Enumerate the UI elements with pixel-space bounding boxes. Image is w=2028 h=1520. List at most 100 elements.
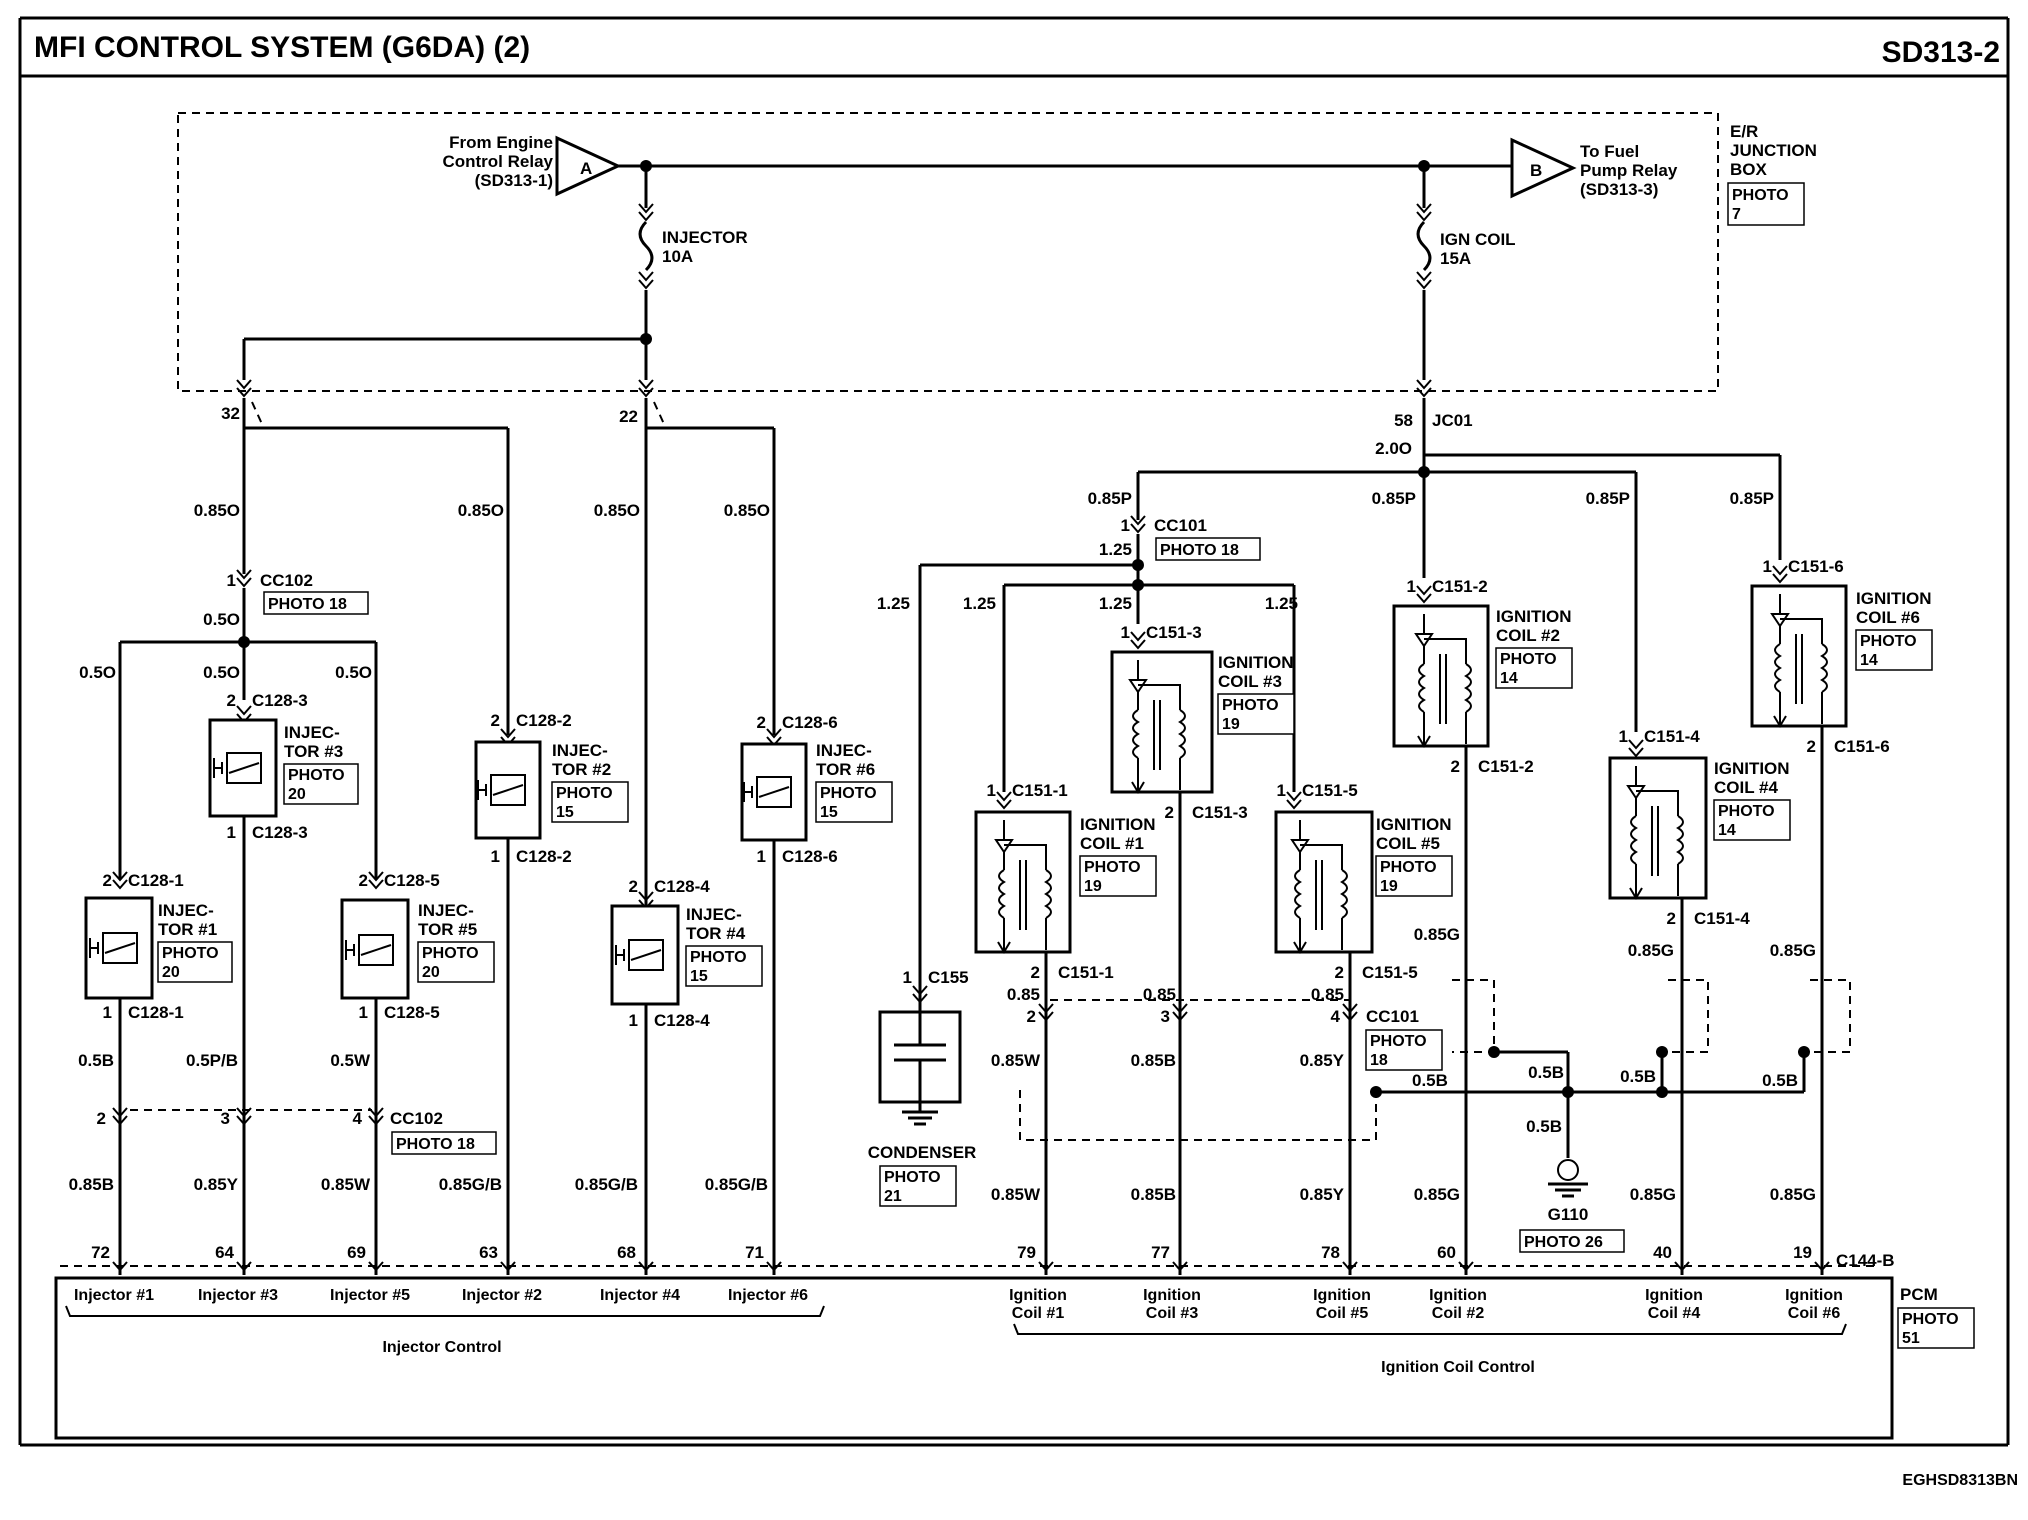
svg-text:E/R: E/R — [1730, 122, 1758, 141]
pcm-pin-jaw — [1342, 1261, 1358, 1272]
pcm-pin-label: Injector #6 — [728, 1287, 808, 1304]
svg-text:(SD313-3): (SD313-3) — [1580, 180, 1658, 199]
pcm-pin-jaw — [1674, 1261, 1690, 1272]
svg-text:1: 1 — [359, 1003, 368, 1022]
svg-text:4: 4 — [1331, 1007, 1341, 1026]
svg-text:0.85G: 0.85G — [1414, 925, 1460, 944]
svg-text:JC01: JC01 — [1432, 411, 1473, 430]
pcm-pin-jaw — [500, 1261, 516, 1272]
svg-text:0.85G: 0.85G — [1770, 1185, 1816, 1204]
svg-text:0.85G: 0.85G — [1414, 1185, 1460, 1204]
svg-text:20: 20 — [288, 786, 306, 803]
pcm-pin-jaw — [1172, 1261, 1188, 1272]
svg-text:51: 51 — [1902, 1330, 1920, 1347]
pcm-pin-label-line1: Ignition — [1429, 1287, 1487, 1304]
pcm-pin-label: Injector #2 — [462, 1287, 542, 1304]
svg-text:0.85: 0.85 — [1143, 985, 1176, 1004]
pcm-pin-label-line2: Coil #5 — [1316, 1305, 1369, 1322]
svg-text:COIL #3: COIL #3 — [1218, 672, 1282, 691]
svg-text:C151-6: C151-6 — [1834, 737, 1890, 756]
pcm-pin-jaw — [112, 1261, 128, 1272]
fuse-injector-icon — [638, 220, 654, 272]
junction-box: E/R JUNCTION BOX PHOTO 7 From Engine Con… — [177, 112, 1817, 392]
svg-text:C128-1: C128-1 — [128, 871, 184, 890]
svg-text:15: 15 — [556, 804, 574, 821]
svg-text:IGNITION: IGNITION — [1714, 759, 1790, 778]
page-title: MFI CONTROL SYSTEM (G6DA) (2) — [34, 31, 530, 64]
pcm-pin-number: 60 — [1437, 1243, 1456, 1262]
pcm-pin-jaw — [638, 1261, 654, 1272]
svg-text:0.85O: 0.85O — [594, 501, 640, 520]
svg-text:15: 15 — [820, 804, 838, 821]
svg-text:1: 1 — [1407, 577, 1416, 596]
svg-text:Ignition Coil Control: Ignition Coil Control — [1381, 1359, 1535, 1376]
svg-text:3: 3 — [221, 1109, 230, 1128]
pcm-pin-label-line1: Ignition — [1143, 1287, 1201, 1304]
svg-text:IGNITION: IGNITION — [1856, 589, 1932, 608]
svg-text:C128-4: C128-4 — [654, 877, 710, 896]
svg-text:2: 2 — [629, 877, 638, 896]
pcm-pin-label-line2: Coil #3 — [1146, 1305, 1199, 1322]
page-code: SD313-2 — [1882, 36, 2000, 69]
svg-text:IGNITION: IGNITION — [1218, 653, 1294, 672]
svg-text:COIL #2: COIL #2 — [1496, 626, 1560, 645]
svg-text:14: 14 — [1860, 652, 1878, 669]
svg-text:C151-1: C151-1 — [1012, 781, 1068, 800]
svg-text:15A: 15A — [1440, 249, 1471, 268]
pcm-pin-label: Injector #3 — [198, 1287, 278, 1304]
svg-text:(SD313-1): (SD313-1) — [475, 171, 553, 190]
svg-text:PHOTO: PHOTO — [1860, 633, 1917, 650]
svg-text:PHOTO: PHOTO — [820, 785, 877, 802]
svg-text:1.25: 1.25 — [1099, 594, 1132, 613]
pcm-pin-jaw — [766, 1261, 782, 1272]
svg-text:1: 1 — [1121, 516, 1130, 535]
svg-text:BOX: BOX — [1730, 160, 1768, 179]
svg-text:1.25: 1.25 — [963, 594, 996, 613]
svg-text:INJEC-: INJEC- — [816, 741, 872, 760]
svg-text:0.85: 0.85 — [1311, 985, 1344, 1004]
svg-text:C128-4: C128-4 — [654, 1011, 710, 1030]
svg-text:32: 32 — [221, 404, 240, 423]
svg-text:0.85P: 0.85P — [1372, 489, 1416, 508]
pcm-pin-label-line1: Ignition — [1009, 1287, 1067, 1304]
injector-3: 2 C128-3 INJEC- TOR #3 PHOTO 20 1 C128-3 — [208, 691, 359, 1275]
svg-text:0.85O: 0.85O — [458, 501, 504, 520]
svg-text:G110: G110 — [1548, 1205, 1589, 1224]
svg-text:PHOTO: PHOTO — [1732, 187, 1789, 204]
svg-text:0.5B: 0.5B — [1528, 1063, 1564, 1082]
svg-text:C128-5: C128-5 — [384, 871, 440, 890]
svg-text:22: 22 — [619, 407, 638, 426]
svg-text:PHOTO: PHOTO — [1718, 803, 1775, 820]
svg-text:2: 2 — [1807, 737, 1816, 756]
svg-text:0.85Y: 0.85Y — [1300, 1185, 1345, 1204]
svg-text:2: 2 — [757, 713, 766, 732]
svg-text:14: 14 — [1718, 822, 1736, 839]
svg-text:1: 1 — [227, 823, 236, 842]
svg-text:2: 2 — [1451, 757, 1460, 776]
pcm-pin-jaw — [236, 1261, 252, 1272]
footer-ref: EGHSD8313BN — [1902, 1472, 2018, 1489]
svg-text:C151-5: C151-5 — [1302, 781, 1358, 800]
svg-text:10A: 10A — [662, 247, 693, 266]
svg-text:0.5B: 0.5B — [1526, 1117, 1562, 1136]
pcm-pin-label-line1: Ignition — [1645, 1287, 1703, 1304]
svg-text:0.5O: 0.5O — [203, 663, 240, 682]
svg-text:0.85W: 0.85W — [991, 1051, 1041, 1070]
svg-text:1: 1 — [1763, 557, 1772, 576]
svg-text:IGNITION: IGNITION — [1080, 815, 1156, 834]
svg-text:19: 19 — [1084, 878, 1102, 895]
svg-text:B: B — [1530, 161, 1542, 180]
svg-text:PHOTO 18: PHOTO 18 — [1160, 542, 1239, 559]
svg-text:C151-1: C151-1 — [1058, 963, 1114, 982]
svg-text:COIL #5: COIL #5 — [1376, 834, 1440, 853]
svg-text:IGNITION: IGNITION — [1376, 815, 1452, 834]
svg-text:PHOTO: PHOTO — [1222, 697, 1279, 714]
svg-text:0.5W: 0.5W — [330, 1051, 371, 1070]
svg-text:0.5O: 0.5O — [79, 663, 116, 682]
pcm-pin-label: Injector #5 — [330, 1287, 410, 1304]
ignition-coil-1: 1 C151-1 IGNITION COIL #1 PHOTO 19 2 C15… — [974, 781, 1157, 1275]
injector-2: 2 C128-2 INJEC- TOR #2 PHOTO 15 1 C128-2 — [474, 711, 629, 1275]
svg-text:PHOTO: PHOTO — [690, 949, 747, 966]
svg-text:C155: C155 — [928, 968, 969, 987]
svg-text:19: 19 — [1222, 716, 1240, 733]
